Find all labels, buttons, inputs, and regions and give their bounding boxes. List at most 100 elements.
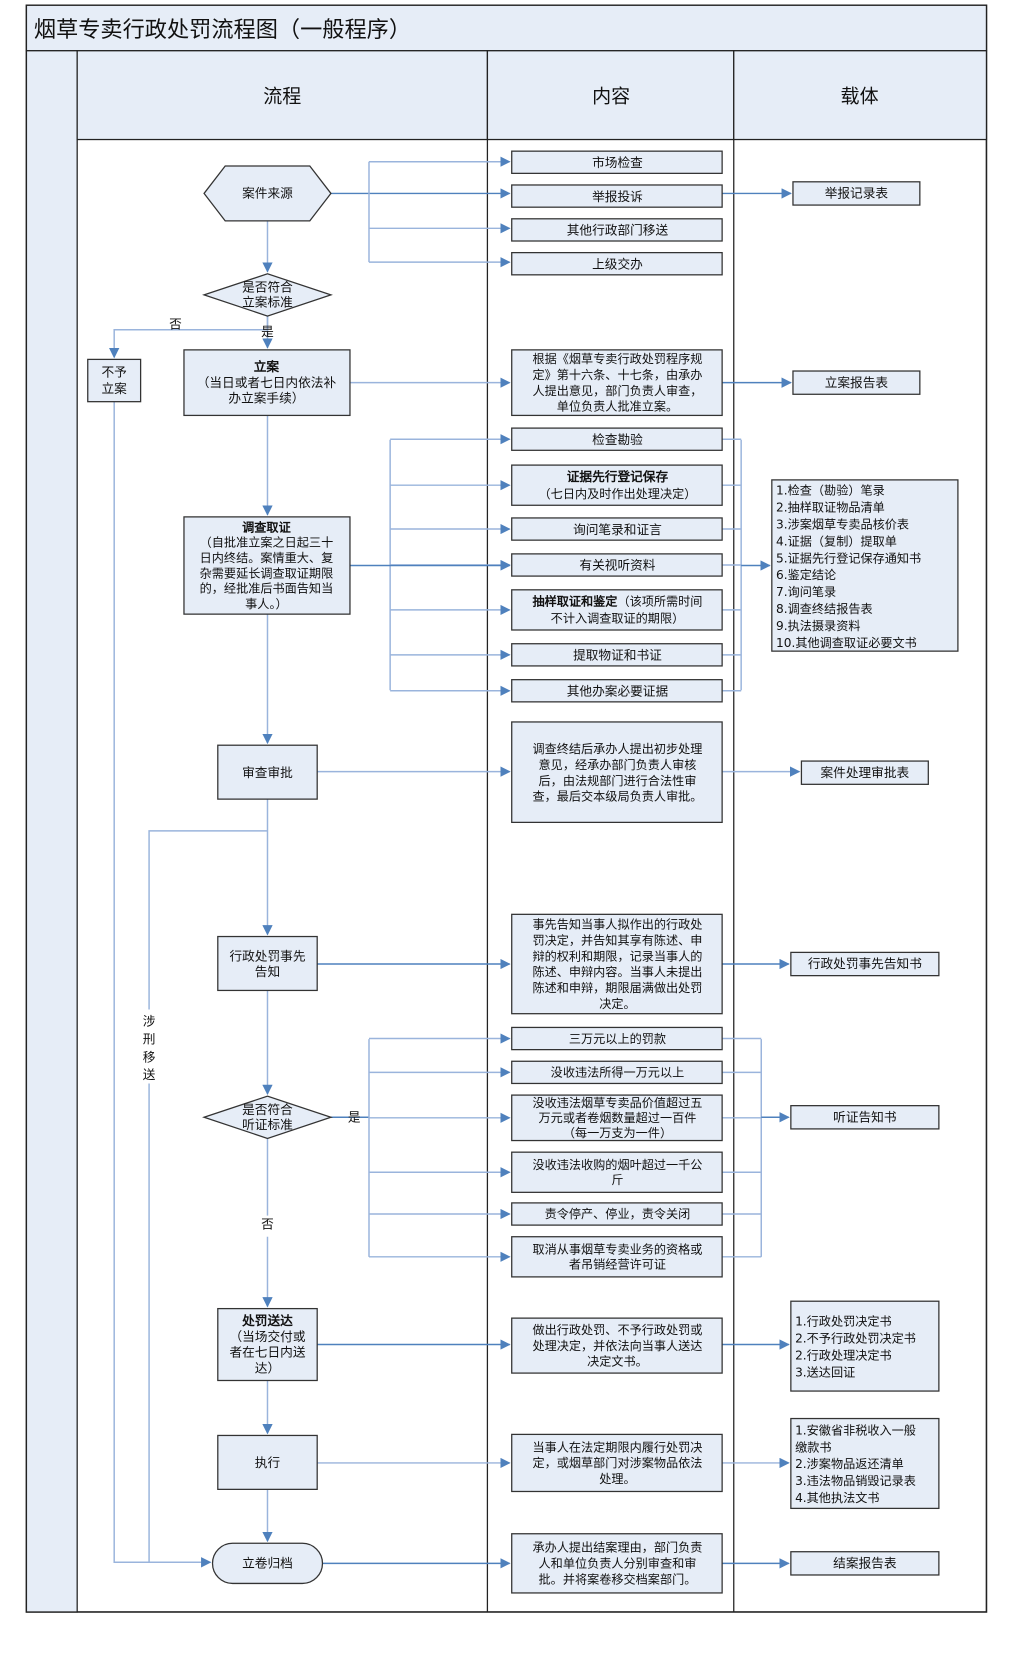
evidence-doc-item: 10.其他调查取证必要文书: [776, 635, 917, 650]
execution-doc-item: 3.违法物品销毁记录表: [795, 1473, 916, 1488]
archive-node[interactable]: [211, 1542, 324, 1585]
execution-desc-text: 当事人在法定期限内履行处罚决: [532, 1439, 702, 1454]
notice-node[interactable]: [217, 935, 318, 992]
evidence-item-box[interactable]: [511, 589, 723, 631]
case-source-label: 案件来源: [242, 186, 293, 201]
left-strip: [25, 50, 78, 1613]
delivery-doc-item: 1.行政处罚决定书: [795, 1314, 892, 1329]
evidence-item-box[interactable]: [511, 553, 723, 577]
notice-desc-box[interactable]: [511, 913, 723, 1015]
execution-desc-text: 处理。: [599, 1472, 635, 1486]
hearing-criterion-label: 万元或者卷烟数量超过一百件: [539, 1110, 697, 1125]
notice-doc[interactable]: [790, 951, 940, 977]
notice-label: 行政处罚事先: [229, 948, 305, 963]
notice-desc-text: 事先告知当事人拟作出的行政处: [532, 917, 702, 932]
evidence-item-label: 不计入调查取证的期限）: [551, 611, 685, 626]
investigation-label: 日内终结。案情重大、复: [200, 550, 334, 565]
source-transfer-box[interactable]: [511, 218, 723, 242]
filing-label: （当日或者七日内依法补: [197, 375, 337, 390]
execution-doc-item: 4.其他执法文书: [795, 1490, 879, 1505]
no-label: 否: [169, 317, 182, 332]
archive-desc-text: 承办人提出结案理由，部门负责: [532, 1540, 702, 1555]
evidence-item-box[interactable]: [511, 427, 723, 451]
yes-label: 是: [261, 324, 274, 339]
not-filed-label: 立案: [102, 381, 128, 396]
execution-docs-box[interactable]: [790, 1417, 940, 1510]
hearing-criterion-box[interactable]: [511, 1060, 723, 1085]
hearing-criterion-box[interactable]: [511, 1202, 723, 1226]
case-source-node[interactable]: [203, 165, 332, 222]
notice-label: 告知: [255, 964, 280, 979]
not-filed-node[interactable]: [87, 358, 142, 403]
evidence-item-box[interactable]: [511, 517, 723, 541]
report-record-doc[interactable]: [792, 181, 921, 206]
evidence-doc-item: 8.调查终结报告表: [776, 601, 873, 616]
evidence-doc-item: 2.抽样取证物品清单: [776, 500, 885, 515]
delivery-desc-text: 处理决定，并依法向当事人送达: [532, 1338, 702, 1353]
filing-label: 立案: [254, 359, 280, 374]
hearing-criterion-label: 没收违法烟草专卖品价值超过五: [532, 1095, 702, 1110]
approval-form-doc[interactable]: [800, 760, 929, 785]
evidence-item-label: 询问笔录和证言: [573, 522, 662, 537]
column-content-label: 内容: [592, 86, 630, 108]
closing-report-doc[interactable]: [790, 1551, 940, 1576]
filing-node[interactable]: [183, 349, 351, 417]
report-record-doc-label: 举报记录表: [825, 186, 889, 201]
source-assigned-box[interactable]: [511, 251, 723, 276]
filing-basis-text: 人提出意见，部门负责人审查，: [532, 383, 702, 398]
evidence-item-label: 证据先行登记保存: [567, 469, 669, 484]
filing-decision-node[interactable]: [202, 273, 333, 317]
hearing-criterion-label: 没收违法所得一万元以上: [551, 1065, 685, 1080]
source-market-box[interactable]: [511, 150, 723, 174]
connector-line: [113, 401, 150, 1564]
connectors: [109, 156, 801, 1569]
execution-desc-text: 定，或烟草部门对涉案物品依法: [532, 1455, 702, 1470]
execution-doc-item: 缴款书: [795, 1439, 831, 1454]
evidence-item-box[interactable]: [511, 679, 723, 703]
hearing-notice-doc[interactable]: [790, 1105, 940, 1130]
evidence-item-label: 检查勘验: [592, 432, 643, 447]
evidence-doc-item: 4.证据（复制）提取单: [776, 533, 897, 548]
review-desc-text: 意见，经承办部门负责人审核: [539, 757, 697, 772]
hearing-criterion-box[interactable]: [511, 1026, 723, 1051]
hearing-decision-label: 是否符合: [242, 1102, 293, 1117]
review-node[interactable]: [217, 744, 318, 800]
filing-decision-label: 立案标准: [242, 295, 293, 310]
review-desc-text: 调查终结后承办人提出初步处理: [532, 741, 702, 756]
header-process: [76, 50, 489, 141]
execution-doc-item: 1.安徽省非税收入一般: [795, 1422, 916, 1437]
evidence-item-label: （七日内及时作出处理决定）: [539, 486, 697, 501]
delivery-desc-box[interactable]: [511, 1317, 723, 1374]
source-label: 市场检查: [592, 155, 643, 170]
delivery-label: （当场交付或: [229, 1329, 305, 1344]
title-bar: [25, 4, 988, 52]
evidence-doc-item: 5.证据先行登记保存通知书: [776, 550, 921, 565]
hearing-criterion-box[interactable]: [511, 1236, 723, 1278]
filing-report-doc[interactable]: [792, 370, 921, 395]
hearing-decision-node[interactable]: [202, 1095, 333, 1140]
delivery-docs-box[interactable]: [790, 1300, 940, 1392]
source-label: 上级交办: [592, 256, 643, 271]
evidence-item-box[interactable]: [511, 464, 723, 506]
source-label: 举报投诉: [592, 189, 643, 204]
investigation-label: 调查取证: [242, 519, 291, 534]
hearing-criterion-label: 没收违法收购的烟叶超过一千公: [532, 1157, 702, 1172]
hearing-criterion-box[interactable]: [511, 1151, 723, 1193]
review-desc-box[interactable]: [511, 721, 723, 824]
execution-node[interactable]: [217, 1434, 318, 1490]
review-desc-text: 查，最后交本级局负责人审批。: [532, 789, 702, 804]
investigation-node[interactable]: [183, 516, 351, 615]
hearing-criterion-box[interactable]: [511, 1094, 723, 1142]
evidence-doc-item: 3.涉案烟草专卖品核价表: [776, 517, 909, 532]
evidence-item-box[interactable]: [511, 643, 723, 667]
filing-decision-label: 是否符合: [242, 280, 293, 295]
source-report-box[interactable]: [511, 184, 723, 208]
evidence-docs-box[interactable]: [771, 479, 959, 652]
filing-basis-box[interactable]: [511, 349, 723, 417]
execution-desc-box[interactable]: [511, 1433, 723, 1493]
notice-desc-text: 陈述和申辩，期限届满做出处罚: [532, 980, 702, 995]
nodes: 案件来源是否符合立案标准不予立案立案（当日或者七日内依法补办立案手续）调查取证（…: [87, 150, 959, 1594]
evidence-item-label: 提取物证和书证: [573, 648, 662, 663]
archive-desc-box[interactable]: [511, 1533, 723, 1594]
delivery-node[interactable]: [217, 1307, 318, 1382]
